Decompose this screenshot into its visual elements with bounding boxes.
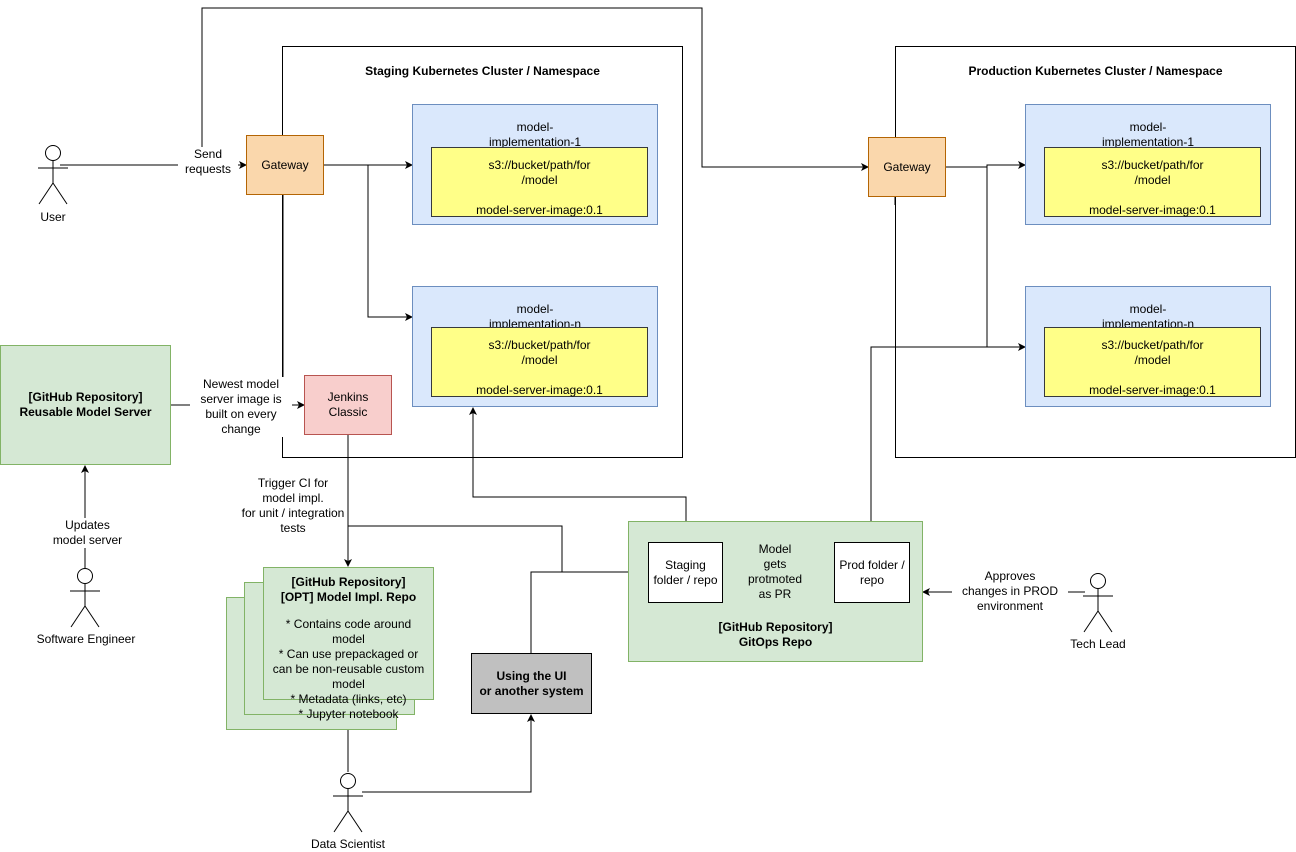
edge-gw-modeln — [367, 165, 413, 321]
data-scientist-stick-figure-icon — [333, 773, 363, 833]
label-updates-server: Updates model server — [40, 518, 135, 548]
staging-model-1-title: model- implementation-1 — [488, 120, 582, 148]
production-model-1-artifact: s3://bucket/path/for /model model-server… — [1044, 147, 1261, 217]
reusable-model-server-repo: [GitHub Repository] Reusable Model Serve… — [0, 345, 171, 465]
edge-prodgw-model1 — [946, 161, 1026, 169]
edge-ui-staging — [530, 571, 562, 653]
label-newest-image: Newest model server image is built on ev… — [190, 377, 292, 437]
user-stick-figure-icon — [38, 145, 68, 205]
staging-gateway-label: Gateway — [261, 158, 309, 172]
software-engineer-label: Software Engineer — [36, 632, 136, 646]
data-scientist-label: Data Scientist — [310, 837, 386, 851]
production-model-n-artifact: s3://bucket/path/for /model model-server… — [1044, 327, 1261, 397]
production-gateway-label: Gateway — [883, 160, 931, 174]
model-impl-repo-body: * Contains code around model * Can use p… — [272, 617, 425, 721]
label-trigger-ci: Trigger CI for model impl. for unit / in… — [241, 476, 345, 535]
tech-lead-label: Tech Lead — [1070, 637, 1126, 651]
label-approves: Approves changes in PROD environment — [952, 569, 1068, 614]
data-scientist-actor — [331, 771, 365, 833]
edge-staging-folder-model — [469, 407, 687, 542]
production-gateway: Gateway — [868, 137, 946, 197]
production-cluster-title: Production Kubernetes Cluster / Namespac… — [968, 64, 1223, 78]
label-send-requests: Send requests — [178, 147, 238, 177]
software-engineer-actor — [68, 566, 102, 628]
staging-model-1-artifact: s3://bucket/path/for /model model-server… — [431, 147, 648, 217]
label-promoted: Model gets protmoted as PR — [747, 542, 803, 601]
staging-folder: Staging folder / repo — [648, 542, 723, 603]
prod-folder: Prod folder / repo — [834, 542, 910, 603]
tech-lead-actor — [1081, 571, 1115, 633]
staging-model-n-title: model- implementation-n — [488, 302, 582, 330]
edge-user-prod-gateway — [201, 7, 869, 171]
tech-lead-stick-figure-icon — [1083, 573, 1113, 633]
edge-trigger-staging — [348, 525, 649, 576]
production-model-1-title: model- implementation-1 — [1101, 120, 1195, 148]
model-impl-repo: [GitHub Repository] [OPT] Model Impl. Re… — [263, 567, 434, 721]
edge-prod-folder-model — [870, 343, 1026, 542]
staging-gateway: Gateway — [246, 135, 324, 195]
staging-model-n-artifact: s3://bucket/path/for /model model-server… — [431, 327, 648, 397]
user-actor — [36, 143, 70, 205]
gitops-repo-title: [GitHub Repository] GitOps Repo — [718, 620, 833, 649]
ui-or-other-system: Using the UI or another system — [471, 653, 592, 714]
edge-gateway-jenkins — [282, 195, 304, 406]
production-model-n-title: model- implementation-n — [1101, 302, 1195, 330]
staging-cluster-title: Staging Kubernetes Cluster / Namespace — [365, 64, 600, 78]
user-label: User — [40, 210, 66, 224]
model-impl-repo-title: [GitHub Repository] [OPT] Model Impl. Re… — [280, 575, 417, 604]
jenkins-classic: Jenkins Classic — [304, 375, 392, 435]
software-engineer-stick-figure-icon — [70, 568, 100, 628]
edge-ds-ui — [362, 714, 535, 793]
